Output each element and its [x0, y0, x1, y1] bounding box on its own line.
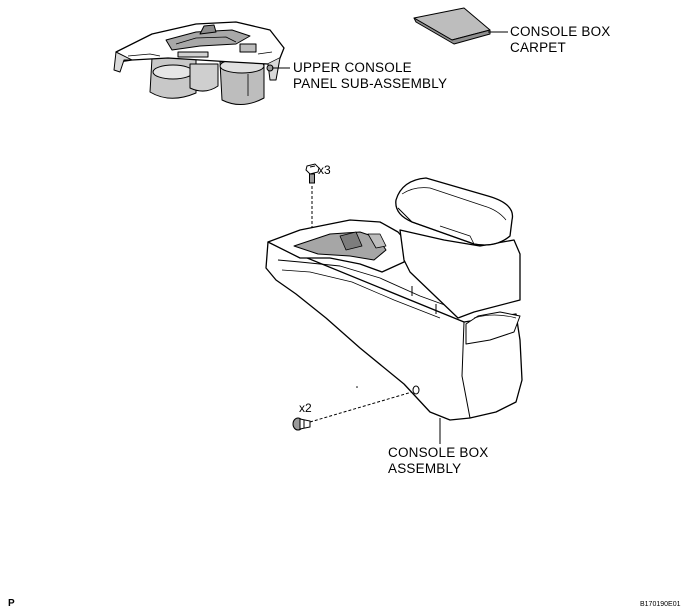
console-box-label-line2: ASSEMBLY	[388, 461, 462, 476]
console-box-label-line1: CONSOLE BOX	[388, 445, 489, 460]
clip-leader	[309, 391, 413, 423]
carpet-label-line2: CARPET	[510, 40, 566, 55]
upper-console-panel-drawing	[113, 21, 285, 105]
upper-console-label-line2: PANEL SUB-ASSEMBLY	[293, 76, 448, 91]
console-box-carpet-drawing	[413, 7, 491, 45]
corner-mark: P	[8, 598, 15, 609]
figure-code: B170190E01	[640, 601, 681, 608]
console-box-assembly-drawing	[265, 177, 523, 421]
bolt-quantity: x3	[318, 163, 331, 177]
bolt-icon	[305, 163, 320, 184]
clip-quantity: x2	[299, 401, 312, 415]
upper-console-label-line1: UPPER CONSOLE	[293, 60, 412, 75]
clip-icon	[292, 417, 311, 431]
carpet-label-line1: CONSOLE BOX	[510, 24, 611, 39]
